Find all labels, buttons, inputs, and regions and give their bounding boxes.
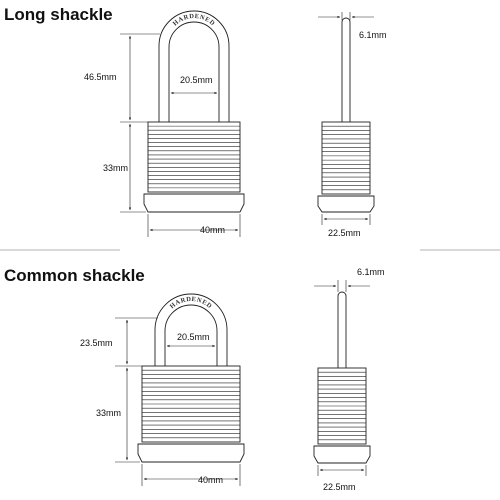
common-body-depth-dimension (317, 465, 367, 476)
long-body-depth-dimension (321, 214, 371, 225)
long-body-width-dimension (147, 214, 241, 237)
common-side-body (313, 367, 371, 464)
common-shackle-side-view (313, 291, 371, 464)
common-shackle-inner-width-label: 20.5mm (177, 332, 210, 342)
long-body-height-dimension (120, 123, 146, 213)
common-shackle-height-dimension (115, 317, 158, 367)
common-shackle-thickness-label: 6.1mm (357, 267, 385, 277)
common-shackle-front-view: HARDENED (137, 293, 245, 463)
long-shackle-inner-width-label: 20.5mm (180, 75, 213, 85)
common-shackle-hardened-stamp: HARDENED (169, 296, 213, 310)
long-shackle-thickness-dimension (318, 12, 374, 20)
long-shackle-front-view: HARDENED (143, 10, 245, 213)
long-shackle-height-label: 46.5mm (84, 72, 117, 82)
common-shackle-section: Common shackle HARDENED 23.5mm 20.5mm (4, 266, 385, 492)
long-shackle-section: Long shackle HARDENED 46.5mm 20.5mm (4, 5, 387, 238)
long-padlock-body (143, 121, 245, 213)
long-side-shackle-bar (341, 17, 351, 122)
long-side-body (317, 121, 375, 213)
common-body-height-label: 33mm (96, 408, 121, 418)
common-shackle-heading: Common shackle (4, 266, 145, 285)
common-body-height-dimension (115, 367, 140, 463)
common-shackle-height-label: 23.5mm (80, 338, 113, 348)
long-shackle-hardened-stamp: HARDENED (172, 13, 216, 28)
common-body-width-dimension (141, 464, 241, 486)
long-body-depth-label: 22.5mm (328, 228, 361, 238)
long-shackle-thickness-label: 6.1mm (359, 30, 387, 40)
common-shackle-thickness-dimension (314, 280, 370, 292)
long-shackle-inner-arc (168, 21, 220, 122)
long-body-width-label: 40mm (200, 225, 225, 235)
common-side-shackle-bar (337, 291, 347, 368)
long-body-height-label: 33mm (103, 163, 128, 173)
long-shackle-side-view (317, 17, 375, 213)
common-body-depth-label: 22.5mm (323, 482, 356, 492)
common-padlock-body (137, 365, 245, 463)
long-shackle-height-dimension (120, 33, 160, 123)
long-shackle-outer-arc (158, 10, 230, 122)
long-shackle-heading: Long shackle (4, 5, 113, 24)
common-body-width-label: 40mm (198, 475, 223, 485)
common-shackle-inner-arc (164, 304, 218, 366)
